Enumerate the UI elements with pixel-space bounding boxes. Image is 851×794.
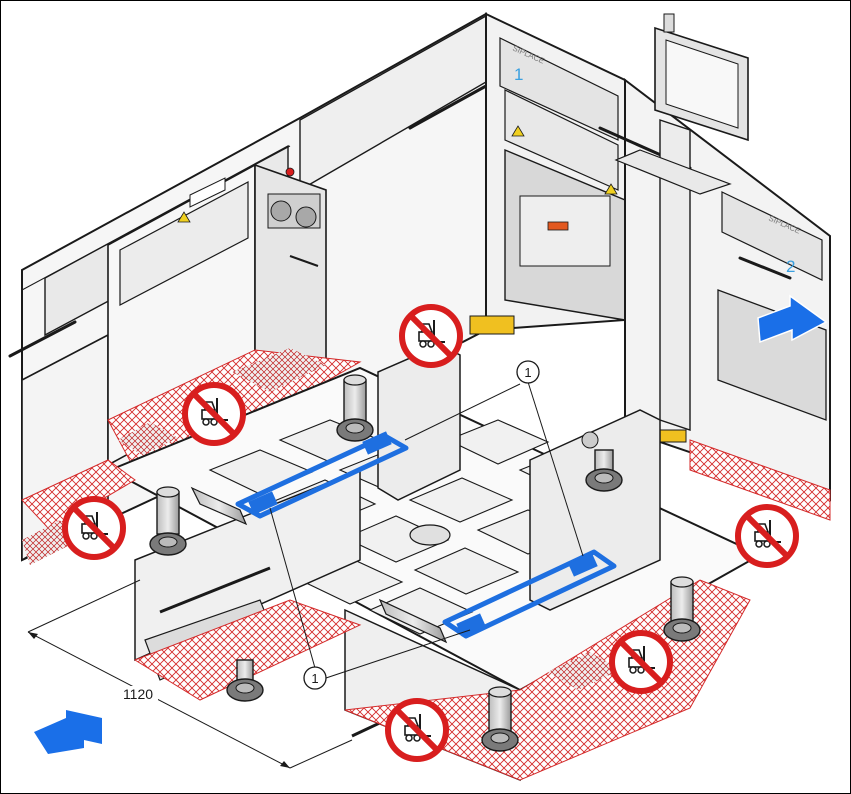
no-forklift-icon [738,507,796,565]
module-1-number: 1 [514,65,523,84]
callout-top-label: 1 [524,365,531,380]
callout-bottom-label: 1 [311,671,318,686]
dimension-value: 1120 [123,686,153,702]
no-forklift-icon [65,499,123,557]
no-forklift-icon [612,633,670,691]
no-forklift-icon [402,307,460,365]
no-forklift-icon [185,385,243,443]
module-2-number: 2 [786,257,795,276]
no-forklift-icon [388,701,446,759]
